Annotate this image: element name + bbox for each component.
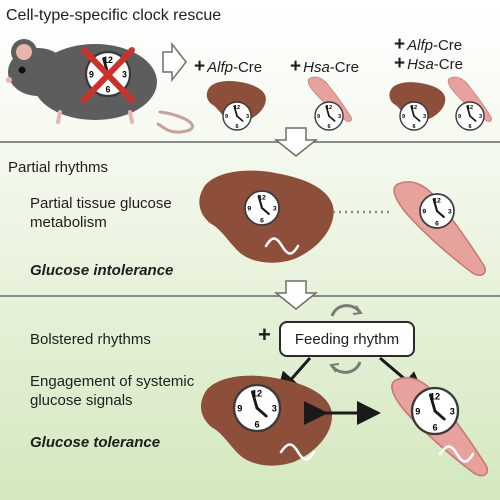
cross-mark-icon bbox=[81, 47, 135, 103]
feeding-rhythm-label: Feeding rhythm bbox=[294, 330, 400, 348]
hollow-arrow-icon bbox=[273, 280, 319, 310]
bolstered-rhythms-text: Bolstered rhythms bbox=[30, 331, 151, 348]
divider-line bbox=[0, 295, 500, 297]
partial-metabolism-line1: Partial tissue glucose bbox=[30, 195, 172, 212]
cre-suffix: -Cre bbox=[329, 59, 359, 76]
plus-sign: + bbox=[290, 56, 302, 77]
cycle-arrows-icon bbox=[329, 304, 363, 374]
divider-line bbox=[0, 141, 500, 143]
clock-icon bbox=[243, 189, 281, 227]
gene-name: Alfp bbox=[407, 37, 433, 54]
glucose-intolerance-text: Glucose intolerance bbox=[30, 262, 174, 279]
gene-name: Hsa bbox=[303, 59, 330, 76]
clock-icon bbox=[314, 101, 344, 131]
glucose-tolerance-text: Glucose tolerance bbox=[30, 434, 161, 451]
rescue-title: Cell-type-specific clock rescue bbox=[6, 7, 222, 24]
plus-sign: + bbox=[194, 56, 206, 77]
wave-icon bbox=[264, 237, 300, 255]
cre-suffix: -Cre bbox=[232, 59, 263, 76]
combo-alfp-cre-label: +Alfp-Cre bbox=[394, 34, 462, 56]
systemic-signals-line1: Engagement of systemic bbox=[30, 373, 195, 390]
hsa-cre-label: +Hsa-Cre bbox=[290, 56, 359, 78]
partial-metabolism-line2: metabolism bbox=[30, 214, 107, 231]
clock-icon bbox=[418, 192, 456, 230]
systemic-signals-line2: glucose signals bbox=[30, 392, 133, 409]
alfp-cre-label: +Alfp-Cre bbox=[194, 56, 262, 78]
hollow-arrow-icon bbox=[162, 41, 187, 83]
partial-rhythms-text: Partial rhythms bbox=[8, 159, 109, 176]
plus-sign: + bbox=[258, 322, 271, 347]
clock-icon bbox=[455, 101, 485, 131]
plus-sign: + bbox=[394, 53, 406, 74]
cre-suffix: -Cre bbox=[432, 37, 463, 54]
wave-icon bbox=[279, 443, 316, 461]
hollow-arrow-icon bbox=[273, 127, 319, 157]
gene-name: Alfp bbox=[207, 59, 233, 76]
clock-icon bbox=[410, 386, 460, 436]
gene-name: Hsa bbox=[407, 56, 434, 73]
combo-hsa-cre-label: +Hsa-Cre bbox=[394, 53, 463, 75]
wave-icon bbox=[438, 445, 475, 463]
clock-icon bbox=[222, 101, 252, 131]
clock-icon bbox=[399, 101, 429, 131]
clock-icon bbox=[232, 383, 282, 433]
plus-sign: + bbox=[394, 34, 406, 55]
cre-suffix: -Cre bbox=[433, 56, 463, 73]
feeding-rhythm-box: Feeding rhythm bbox=[279, 321, 415, 357]
